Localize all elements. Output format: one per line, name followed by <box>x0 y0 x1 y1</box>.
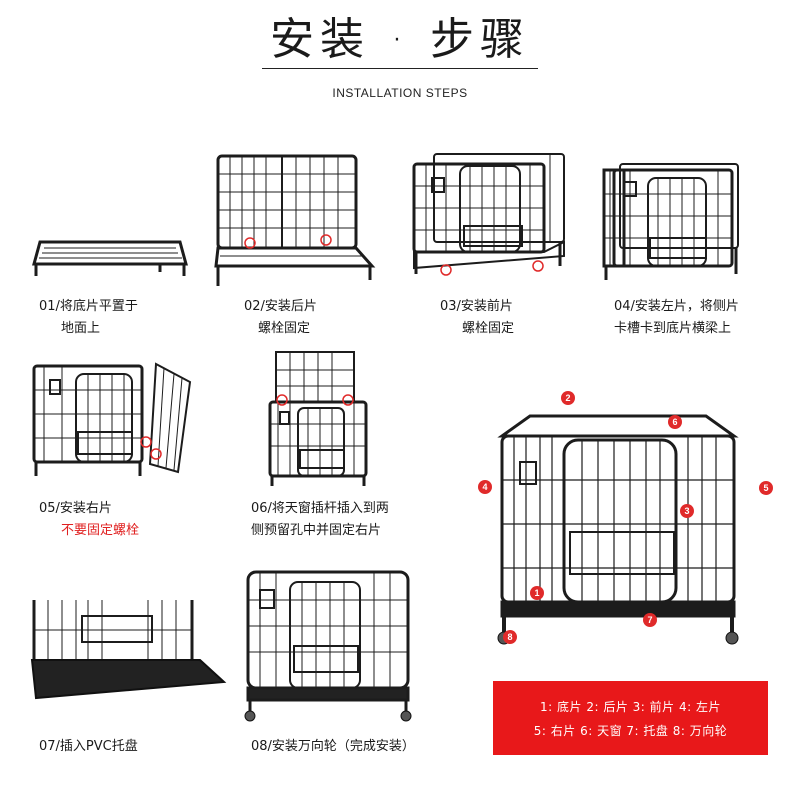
step-06-line2: 侧预留孔中并固定右片 <box>251 523 382 538</box>
marker-7: 7 <box>643 613 657 627</box>
step-05-illustration <box>32 362 192 476</box>
marker-6: 6 <box>668 415 682 429</box>
marker-2: 2 <box>561 391 575 405</box>
overview-illustration <box>497 414 739 645</box>
step-02-line1: 02/安装后片 <box>244 299 317 314</box>
marker-1: 1 <box>530 586 544 600</box>
step-01-line1: 01/将底片平置于 <box>39 299 138 314</box>
step-08-caption: 08/安装万向轮（完成安装） <box>251 736 415 758</box>
step-02-caption: 02/安装后片 螺栓固定 <box>244 296 317 340</box>
step-08-illustration <box>244 570 412 722</box>
step-01-line2: 地面上 <box>61 321 101 336</box>
page-title: 安装 · 步骤 <box>270 14 530 65</box>
step-07-caption: 07/插入PVC托盘 <box>39 736 138 758</box>
step-01-illustration <box>32 240 188 276</box>
step-03-caption: 03/安装前片 螺栓固定 <box>440 296 514 340</box>
page-subtitle: INSTALLATION STEPS <box>332 86 468 100</box>
step-03-line2: 螺栓固定 <box>462 321 515 336</box>
step-04-caption: 04/安装左片，将侧片 卡槽卡到底片横梁上 <box>614 296 739 340</box>
step-02-line2: 螺栓固定 <box>258 321 311 336</box>
marker-8: 8 <box>503 630 517 644</box>
marker-4: 4 <box>478 480 492 494</box>
step-08-line1: 08/安装万向轮（完成安装） <box>251 739 415 754</box>
step-07-illustration <box>30 600 227 700</box>
step-02-illustration <box>214 154 376 286</box>
step-05-caption: 05/安装右片 不要固定螺栓 <box>39 498 139 542</box>
step-04-line2: 卡槽卡到底片横梁上 <box>614 321 732 336</box>
step-06-line1: 06/将天窗插杆插入到两 <box>251 501 389 516</box>
title-underline <box>262 68 538 69</box>
marker-5: 5 <box>759 481 773 495</box>
marker-3: 3 <box>680 504 694 518</box>
legend-row-1: 1: 底片 2: 后片 3: 前片 4: 左片 <box>540 700 721 714</box>
step-03-illustration <box>412 153 565 276</box>
step-04-illustration <box>602 163 739 280</box>
step-06-illustration <box>268 351 368 486</box>
step-01-caption: 01/将底片平置于 地面上 <box>39 296 138 340</box>
step-04-line1: 04/安装左片，将侧片 <box>614 299 739 314</box>
step-03-line1: 03/安装前片 <box>440 299 513 314</box>
step-05-line2-warning: 不要固定螺栓 <box>61 523 140 538</box>
step-05-line1: 05/安装右片 <box>39 501 112 516</box>
step-06-caption: 06/将天窗插杆插入到两 侧预留孔中并固定右片 <box>251 498 389 542</box>
step-07-line1: 07/插入PVC托盘 <box>39 739 138 754</box>
legend-row-2: 5: 右片 6: 天窗 7: 托盘 8: 万向轮 <box>533 724 728 738</box>
parts-legend: 1: 底片 2: 后片 3: 前片 4: 左片 5: 右片 6: 天窗 7: 托… <box>493 681 768 755</box>
